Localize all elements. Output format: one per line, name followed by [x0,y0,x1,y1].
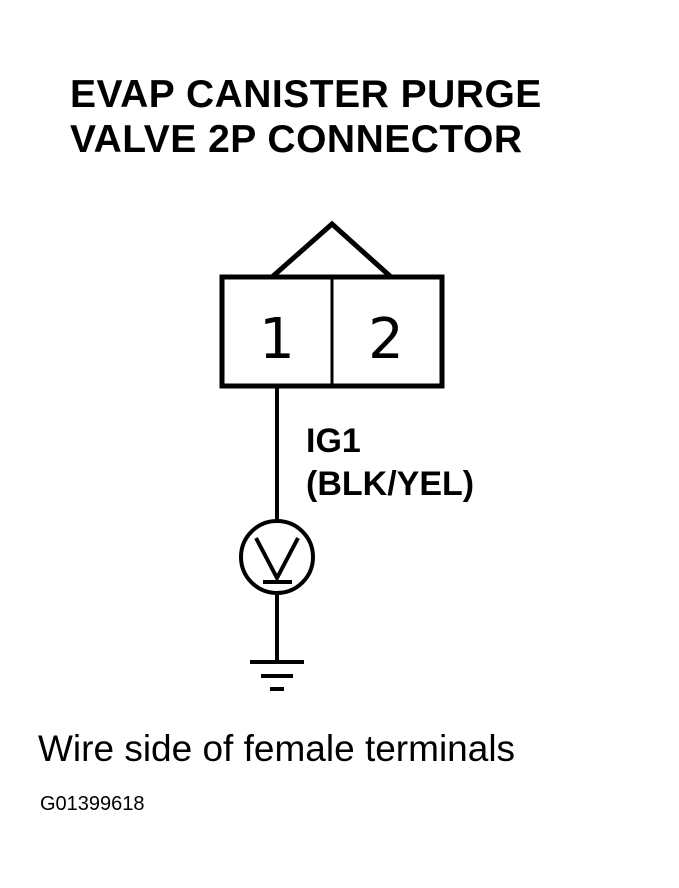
voltmeter-icon [239,519,315,595]
diagram-caption: Wire side of female terminals [38,728,516,769]
pin-1-label: 1 [259,307,295,372]
title-line-2: VALVE 2P CONNECTOR [70,118,523,161]
connector-lock-tab [270,220,393,279]
figure-id: G01399618 [40,793,145,815]
title-line-1: EVAP CANISTER PURGE [70,73,542,116]
wire-color-label: (BLK/YEL) [306,465,475,503]
wire-circuit-label: IG1 [306,422,361,460]
wire-label: IG1 (BLK/YEL) [306,420,474,506]
diagram-title: EVAP CANISTER PURGE VALVE 2P CONNECTOR [70,72,542,162]
ground-icon [250,660,304,691]
pin-2-label: 2 [368,307,404,372]
